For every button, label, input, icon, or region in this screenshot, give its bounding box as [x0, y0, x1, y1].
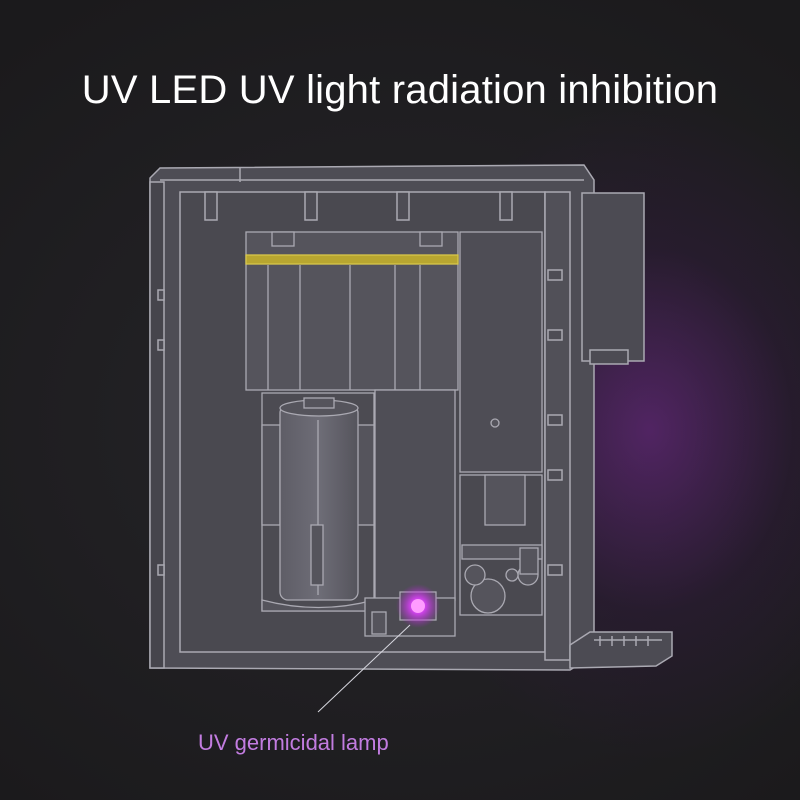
callout-leader-line: [317, 624, 411, 713]
internal-frame: [245, 231, 543, 637]
page-title: UV LED UV light radiation inhibition: [81, 68, 719, 112]
dispenser-head: [569, 192, 673, 669]
uv-led-glow: [396, 584, 440, 628]
uv-germicidal-lamp-label: UV germicidal lamp: [198, 730, 389, 755]
